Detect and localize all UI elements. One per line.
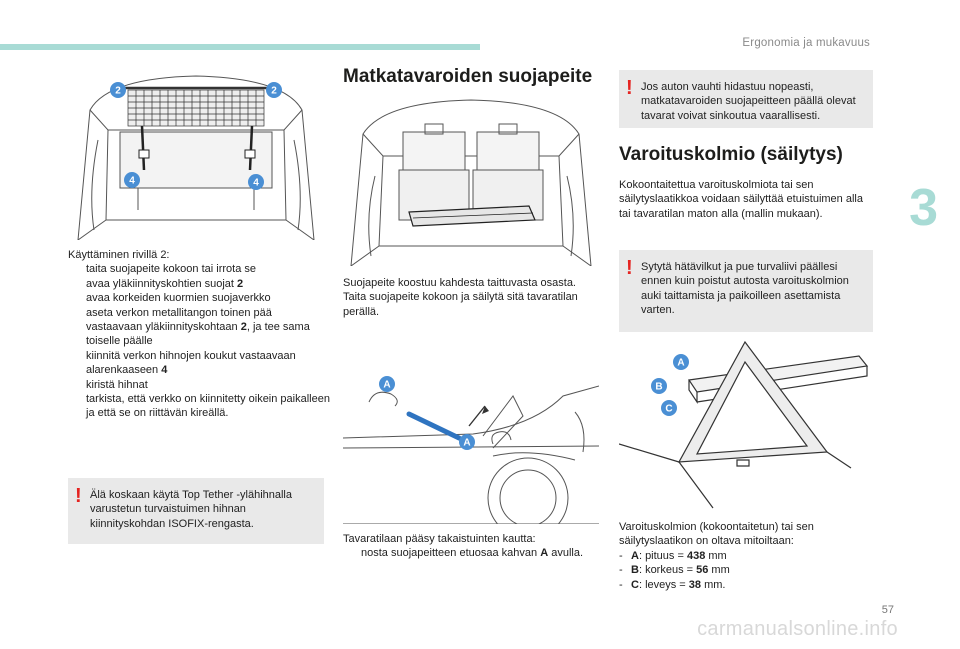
- svg-text:4: 4: [253, 178, 259, 189]
- chapter-number: 3: [909, 179, 938, 237]
- usage-step: avaa korkeiden kuormien suojaverkko: [86, 292, 271, 305]
- watermark: carmanualsonline.info: [697, 618, 898, 640]
- dimension-row: -A: pituus = 438 mm: [619, 549, 727, 562]
- callout-4-left: [124, 172, 140, 188]
- callout-b: [651, 378, 667, 394]
- callout-4-right: [248, 174, 264, 190]
- cover-desc-2: Taita suojapeite kokoon ja säilytä sitä …: [343, 291, 578, 318]
- svg-text:4: 4: [129, 176, 135, 187]
- callout-c: [661, 400, 677, 416]
- isofix-warning-box: ! Älä koskaan käytä Top Tether -ylähihna…: [68, 478, 324, 544]
- cargo-cover-description: Suojapeite koostuu kahdesta taittuvasta …: [343, 276, 593, 319]
- callout-a: [673, 354, 689, 370]
- cargo-cover-illustration: [343, 96, 599, 266]
- callout-a-upper: [379, 376, 395, 392]
- usage-step: kiinnitä verkon hihnojen koukut vastaava…: [86, 349, 296, 377]
- warning-text: Jos auton vauhti hidastuu nopeasti, matk…: [641, 81, 856, 122]
- svg-text:A: A: [463, 438, 470, 449]
- section-title: Ergonomia ja mukavuus: [742, 37, 870, 49]
- svg-text:2: 2: [271, 86, 277, 97]
- svg-text:A: A: [677, 358, 684, 369]
- dimension-row: -B: korkeus = 56 mm: [619, 564, 730, 577]
- warning-icon: !: [626, 77, 633, 99]
- usage-step: kiristä hihnat: [86, 378, 148, 391]
- cargo-access-instructions: Tavaratilaan pääsy takaistuinten kautta:…: [343, 532, 593, 561]
- callout-a-lower: [459, 434, 475, 450]
- warning-icon: !: [75, 485, 82, 507]
- warning-icon: !: [626, 257, 633, 279]
- dims-intro: Varoituskolmion (kokoontaitetun) tai sen…: [619, 521, 814, 548]
- warning-triangle-illustration: A B C: [619, 340, 873, 516]
- dimension-row: -C: leveys = 38 mm.: [619, 578, 726, 591]
- callout-2-right: [266, 82, 282, 98]
- usage-step: aseta verkon metallitangon toinen pää va…: [86, 306, 310, 348]
- triangle-storage-intro: Kokoontaitettua varoituskolmiota tai sen…: [619, 179, 863, 220]
- svg-text:C: C: [665, 404, 672, 415]
- svg-text:2: 2: [115, 86, 121, 97]
- usage-step: avaa yläkiinnityskohtien suojat 2: [86, 277, 244, 290]
- vest-warning-box: ! Sytytä hätävilkut ja pue turvaliivi pä…: [619, 250, 873, 332]
- cargo-net-illustration: 2 2 4 4: [68, 70, 324, 240]
- svg-text:B: B: [655, 382, 662, 393]
- warning-triangle-title: Varoituskolmio (säilytys): [619, 144, 843, 165]
- svg-text:A: A: [383, 380, 390, 391]
- cover-load-warning-box: ! Jos auton vauhti hidastuu nopeasti, ma…: [619, 70, 873, 128]
- page-number: 57: [881, 604, 894, 616]
- usage-intro: Käyttäminen rivillä 2:: [68, 249, 170, 261]
- triangle-dimensions: Varoituskolmion (kokoontaitetun) tai sen…: [619, 520, 873, 592]
- header-accent-bar: [0, 44, 480, 50]
- access-step: nosta suojapeitteen etuosaa kahvan A avu…: [361, 547, 584, 560]
- cover-handle-illustration: A A: [343, 356, 599, 524]
- usage-step: tarkista, että verkko on kiinnitetty oik…: [86, 393, 330, 420]
- access-intro: Tavaratilaan pääsy takaistuinten kautta:: [343, 533, 536, 545]
- cover-desc-1: Suojapeite koostuu kahdesta taittuvasta …: [343, 277, 576, 289]
- callout-2-left: [110, 82, 126, 98]
- warning-text: Älä koskaan käytä Top Tether -ylähihnall…: [90, 489, 292, 530]
- cargo-net-instructions: Käyttäminen rivillä 2: taita suojapeite …: [68, 248, 330, 421]
- cargo-cover-title: Matkatavaroiden suojapeite: [343, 66, 593, 87]
- warning-text: Sytytä hätävilkut ja pue turvaliivi pääl…: [641, 261, 849, 317]
- usage-step: taita suojapeite kokoon tai irrota se: [86, 263, 256, 276]
